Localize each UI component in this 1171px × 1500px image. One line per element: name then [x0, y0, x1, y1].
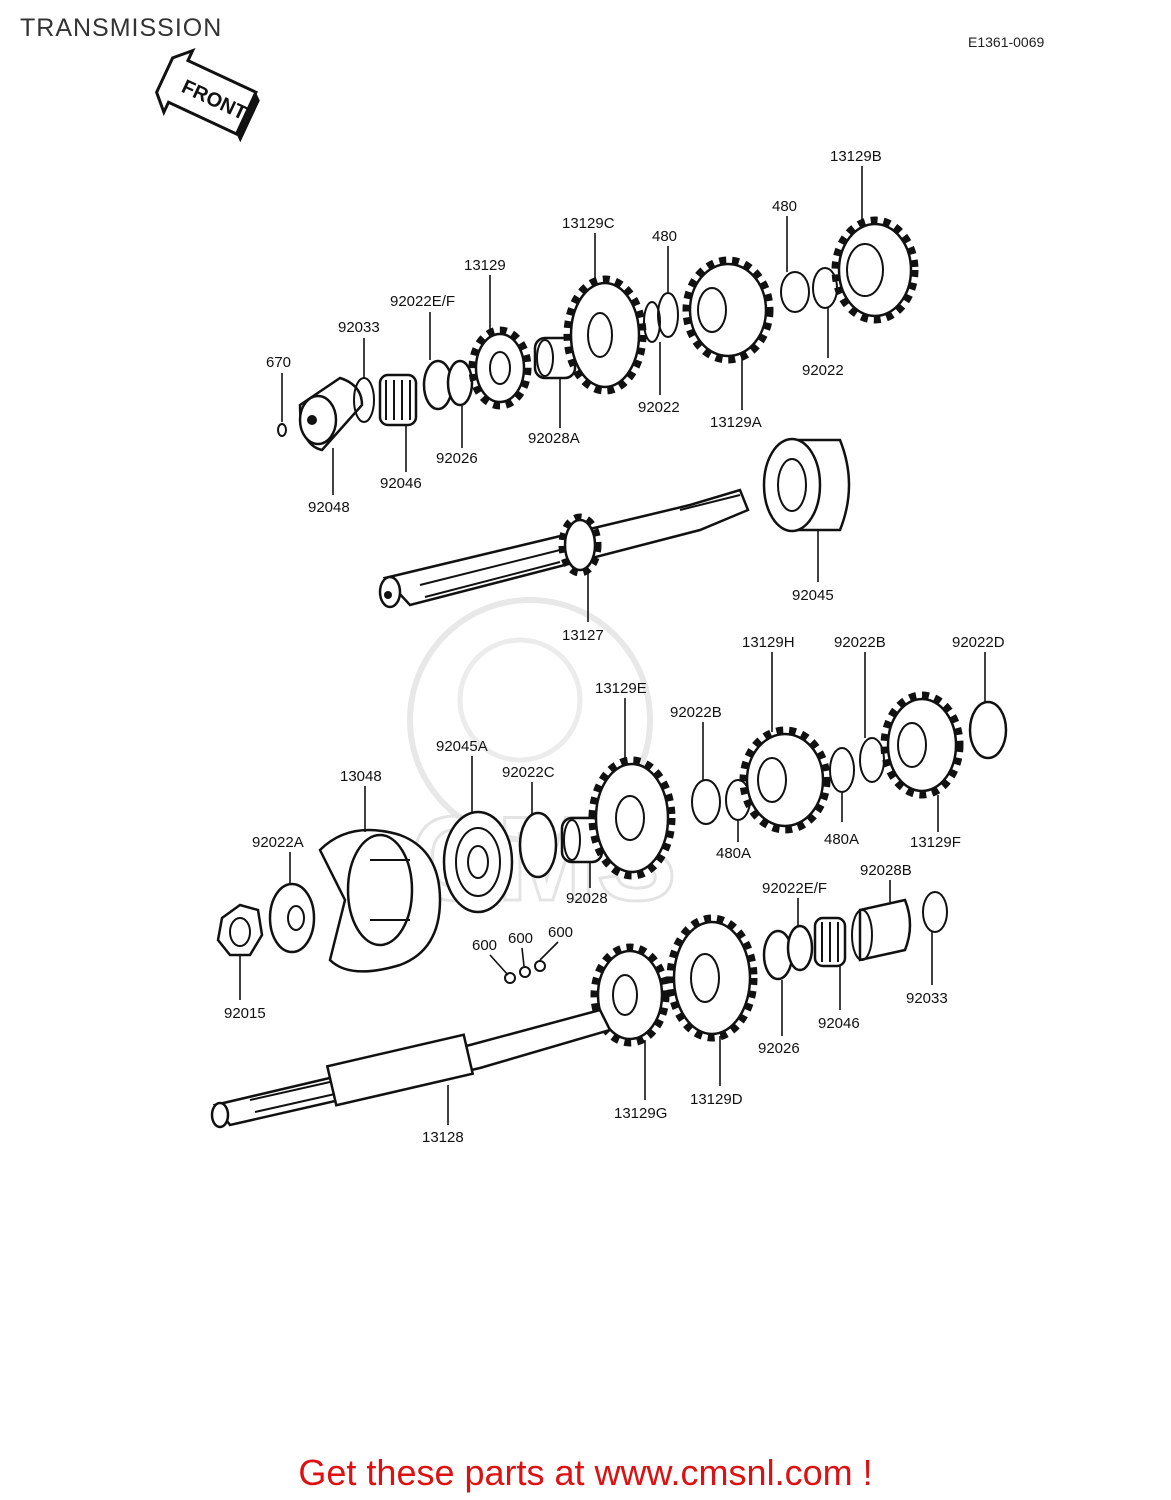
label-92022-b: 92022: [802, 362, 844, 379]
label-92033-top: 92033: [338, 319, 380, 336]
label-13129c: 13129C: [562, 215, 615, 232]
label-92022-a: 92022: [638, 399, 680, 416]
part-92048[interactable]: [298, 376, 364, 452]
label-92022d: 92022D: [952, 634, 1005, 651]
label-92046-top: 92046: [380, 475, 422, 492]
part-480-a[interactable]: [657, 292, 679, 338]
part-92045a[interactable]: [442, 810, 514, 914]
label-13129a: 13129A: [710, 414, 762, 431]
label-600-b: 600: [508, 930, 533, 947]
label-13129b: 13129B: [830, 148, 882, 165]
part-13129g[interactable]: [590, 943, 670, 1047]
label-92048: 92048: [308, 499, 350, 516]
label-92022ef-bot: 92022E/F: [762, 880, 827, 897]
part-13127[interactable]: [378, 488, 750, 609]
part-13129[interactable]: [468, 326, 532, 410]
part-92022-a[interactable]: [643, 301, 661, 343]
label-92028b: 92028B: [860, 862, 912, 879]
part-92046-bot[interactable]: [813, 916, 847, 968]
part-13129f[interactable]: [880, 691, 964, 799]
label-13129e: 13129E: [595, 680, 647, 697]
label-13129f: 13129F: [910, 834, 961, 851]
label-480-b: 480: [772, 198, 797, 215]
label-13129h: 13129H: [742, 634, 795, 651]
label-92022b-a: 92022B: [834, 634, 886, 651]
diagram-code: E1361-0069: [968, 34, 1045, 50]
part-13129d[interactable]: [666, 914, 758, 1042]
label-92022a: 92022A: [252, 834, 304, 851]
part-92028b[interactable]: [851, 898, 912, 962]
label-92026-bot: 92026: [758, 1040, 800, 1057]
leader-lines: [239, 166, 986, 1125]
label-92045a: 92045A: [436, 738, 488, 755]
label-13129g: 13129G: [614, 1105, 667, 1122]
label-670: 670: [266, 354, 291, 371]
label-13048: 13048: [340, 768, 382, 785]
lower-shaft-assembly: [210, 691, 1008, 1129]
label-92028a: 92028A: [528, 430, 580, 447]
part-92033-bot[interactable]: [922, 891, 948, 933]
part-480-b[interactable]: [780, 271, 810, 313]
part-92015[interactable]: [216, 903, 264, 957]
part-92022a[interactable]: [268, 882, 316, 954]
part-670[interactable]: [277, 423, 287, 437]
part-92026-top[interactable]: [446, 359, 474, 407]
label-92015: 92015: [224, 1005, 266, 1022]
front-arrow-icon: FRONT: [154, 47, 260, 143]
part-13129b[interactable]: [831, 216, 919, 324]
part-13129e[interactable]: [588, 756, 676, 880]
label-13129: 13129: [464, 257, 506, 274]
part-13048[interactable]: [318, 828, 442, 973]
label-480-a: 480: [652, 228, 677, 245]
promo-banner: Get these parts at www.cmsnl.com !: [0, 1452, 1171, 1494]
label-92028: 92028: [566, 890, 608, 907]
label-92033-bot: 92033: [906, 990, 948, 1007]
label-600-c: 600: [548, 924, 573, 941]
part-600-c[interactable]: [534, 960, 546, 972]
part-92022c[interactable]: [518, 811, 558, 879]
part-480a-b[interactable]: [829, 747, 855, 793]
part-92022ef-bot[interactable]: [786, 924, 814, 972]
label-13129d: 13129D: [690, 1091, 743, 1108]
label-480a-b: 480A: [824, 831, 859, 848]
part-92022b-b[interactable]: [691, 779, 721, 825]
label-92026-top: 92026: [436, 450, 478, 467]
part-13129a[interactable]: [682, 256, 774, 364]
part-13129c[interactable]: [563, 275, 647, 395]
part-600-b[interactable]: [519, 966, 531, 978]
part-92022-b[interactable]: [812, 267, 838, 309]
part-92028a[interactable]: [533, 336, 577, 380]
label-92022b-b: 92022B: [670, 704, 722, 721]
part-92046-top[interactable]: [378, 373, 418, 427]
label-13127: 13127: [562, 627, 604, 644]
part-13129h[interactable]: [739, 726, 831, 834]
label-92046-bot: 92046: [818, 1015, 860, 1032]
part-labels: 670 92048 92033 92046 92022E/F 92026 131…: [224, 148, 1005, 1146]
part-92022b-a[interactable]: [859, 737, 885, 783]
diagram-title: TRANSMISSION: [20, 14, 223, 42]
label-92022ef-top: 92022E/F: [390, 293, 455, 310]
part-92045[interactable]: [762, 437, 851, 533]
promo-link[interactable]: Get these parts at www.cmsnl.com !: [298, 1452, 873, 1493]
label-600-a: 600: [472, 937, 497, 954]
part-13128[interactable]: [210, 1008, 612, 1129]
part-92022d[interactable]: [968, 700, 1008, 760]
label-13128: 13128: [422, 1129, 464, 1146]
label-480a-a: 480A: [716, 845, 751, 862]
upper-shaft-assembly: [277, 216, 919, 609]
part-600-a[interactable]: [504, 972, 516, 984]
label-92045: 92045: [792, 587, 834, 604]
label-92022c: 92022C: [502, 764, 555, 781]
